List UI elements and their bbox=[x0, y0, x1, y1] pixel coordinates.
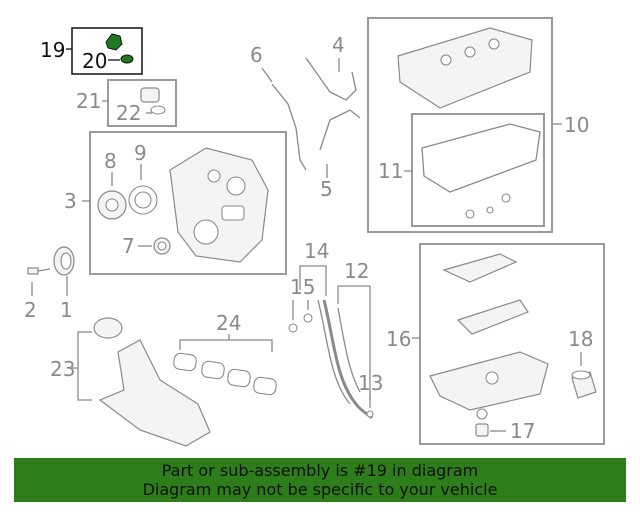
callout-7[interactable]: 7 bbox=[122, 234, 135, 258]
callout-9[interactable]: 9 bbox=[134, 141, 147, 165]
part-6-gasket[interactable] bbox=[271, 83, 307, 171]
callout-3[interactable]: 3 bbox=[64, 189, 77, 213]
callout-20[interactable]: 20 bbox=[82, 49, 107, 73]
part-3-timing-cover[interactable] bbox=[169, 147, 269, 263]
part-5-gasket[interactable] bbox=[319, 109, 361, 151]
part-24-intake-gaskets[interactable] bbox=[173, 352, 277, 396]
part-16-oil-pan[interactable] bbox=[429, 253, 549, 411]
callout-21[interactable]: 21 bbox=[76, 89, 101, 113]
item-21-box bbox=[107, 79, 177, 127]
callout-10[interactable]: 10 bbox=[564, 113, 589, 137]
item-19-box bbox=[71, 27, 143, 75]
part-2-bolt[interactable] bbox=[27, 267, 51, 275]
callout-1[interactable]: 1 bbox=[60, 298, 73, 322]
callout-2[interactable]: 2 bbox=[24, 298, 37, 322]
callout-8[interactable]: 8 bbox=[104, 149, 117, 173]
part-7-seal[interactable] bbox=[153, 237, 171, 255]
item-16-box bbox=[419, 243, 605, 445]
callout-12[interactable]: 12 bbox=[344, 259, 369, 283]
callout-14[interactable]: 14 bbox=[304, 239, 329, 263]
callout-17[interactable]: 17 bbox=[510, 419, 535, 443]
part-4-gasket[interactable] bbox=[305, 57, 357, 101]
parts-diagram: 19 20 21 22 3 8 9 7 2 1 bbox=[24, 17, 605, 447]
part-23-intake-manifold[interactable] bbox=[93, 317, 211, 447]
part-12-13-dipstick[interactable] bbox=[337, 307, 374, 418]
part-18-oil-filter[interactable] bbox=[571, 370, 597, 399]
info-banner: Part or sub-assembly is #19 in diagram D… bbox=[14, 458, 626, 502]
part-14-15-dipstick-tube[interactable] bbox=[288, 299, 374, 420]
part-8-water-pump[interactable] bbox=[97, 190, 127, 220]
banner-line-1: Part or sub-assembly is #19 in diagram bbox=[161, 461, 479, 480]
part-1-pulley[interactable] bbox=[53, 246, 75, 276]
callout-18[interactable]: 18 bbox=[568, 327, 593, 351]
item-3-box bbox=[89, 131, 287, 275]
callout-15[interactable]: 15 bbox=[290, 275, 315, 299]
item-11-box bbox=[411, 113, 545, 227]
callout-19[interactable]: 19 bbox=[40, 38, 65, 62]
callout-13[interactable]: 13 bbox=[358, 371, 383, 395]
part-10-valve-cover[interactable] bbox=[397, 27, 533, 109]
part-9-gasket[interactable] bbox=[128, 185, 158, 215]
callout-22[interactable]: 22 bbox=[116, 101, 141, 125]
part-19-highlighted[interactable] bbox=[105, 33, 134, 64]
callout-16[interactable]: 16 bbox=[386, 327, 411, 351]
callout-23[interactable]: 23 bbox=[50, 357, 75, 381]
item-10-box bbox=[367, 17, 553, 233]
callout-11[interactable]: 11 bbox=[378, 159, 403, 183]
callout-4[interactable]: 4 bbox=[332, 33, 345, 57]
part-11-gasket[interactable] bbox=[421, 123, 541, 193]
part-17-drain-plug[interactable] bbox=[475, 408, 489, 437]
banner-line-2: Diagram may not be specific to your vehi… bbox=[142, 480, 498, 499]
callout-24[interactable]: 24 bbox=[216, 311, 241, 335]
callout-6[interactable]: 6 bbox=[250, 43, 263, 67]
part-22-cap[interactable] bbox=[140, 87, 166, 115]
callout-5[interactable]: 5 bbox=[320, 177, 333, 201]
